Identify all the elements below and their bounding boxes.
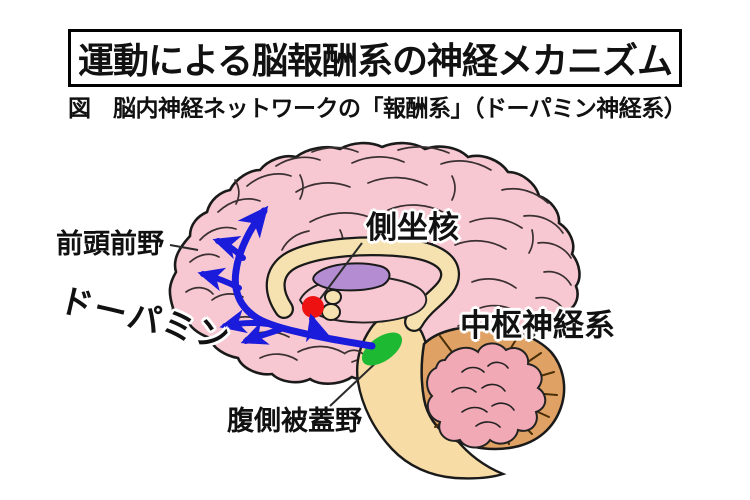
label-prefrontal-cortex: 前頭前野: [56, 229, 164, 259]
label-ventral-tegmental-area: 腹側被蓋野: [227, 406, 362, 436]
pathway-branch-lower2: [240, 322, 284, 345]
pathway-branch-upper1: [212, 236, 246, 261]
pathway-branch-upper2: [197, 267, 242, 292]
dopamine-pathway: [197, 205, 376, 350]
pointer-vta: [329, 357, 382, 407]
corpus-callosum: [268, 238, 458, 330]
pathway-branch-nac: [306, 313, 330, 343]
page-title: 運動による脳報酬系の神経メカニズム: [78, 40, 673, 81]
pointer-prefrontal: [169, 244, 199, 251]
nucleus-accumbens-marker: [302, 296, 324, 318]
figure-caption: 図 脳内神経ネットワークの「報酬系」（ドーパミン神経系）: [68, 95, 687, 121]
vta-marker: [361, 332, 403, 366]
cerebrum-sulci: [185, 146, 572, 366]
label-central-nervous-system: 中枢神経系: [460, 308, 615, 343]
title-box: 運動による脳報酬系の神経メカニズム: [68, 29, 682, 87]
hippocampus-line: [343, 349, 364, 355]
pointer-lines: [169, 242, 382, 407]
folia-lines: [451, 361, 515, 428]
pointer-nucleus-accumbens: [316, 242, 363, 304]
label-nucleus-accumbens: 側坐核: [366, 210, 459, 245]
cerebellum-folia: [426, 342, 547, 449]
